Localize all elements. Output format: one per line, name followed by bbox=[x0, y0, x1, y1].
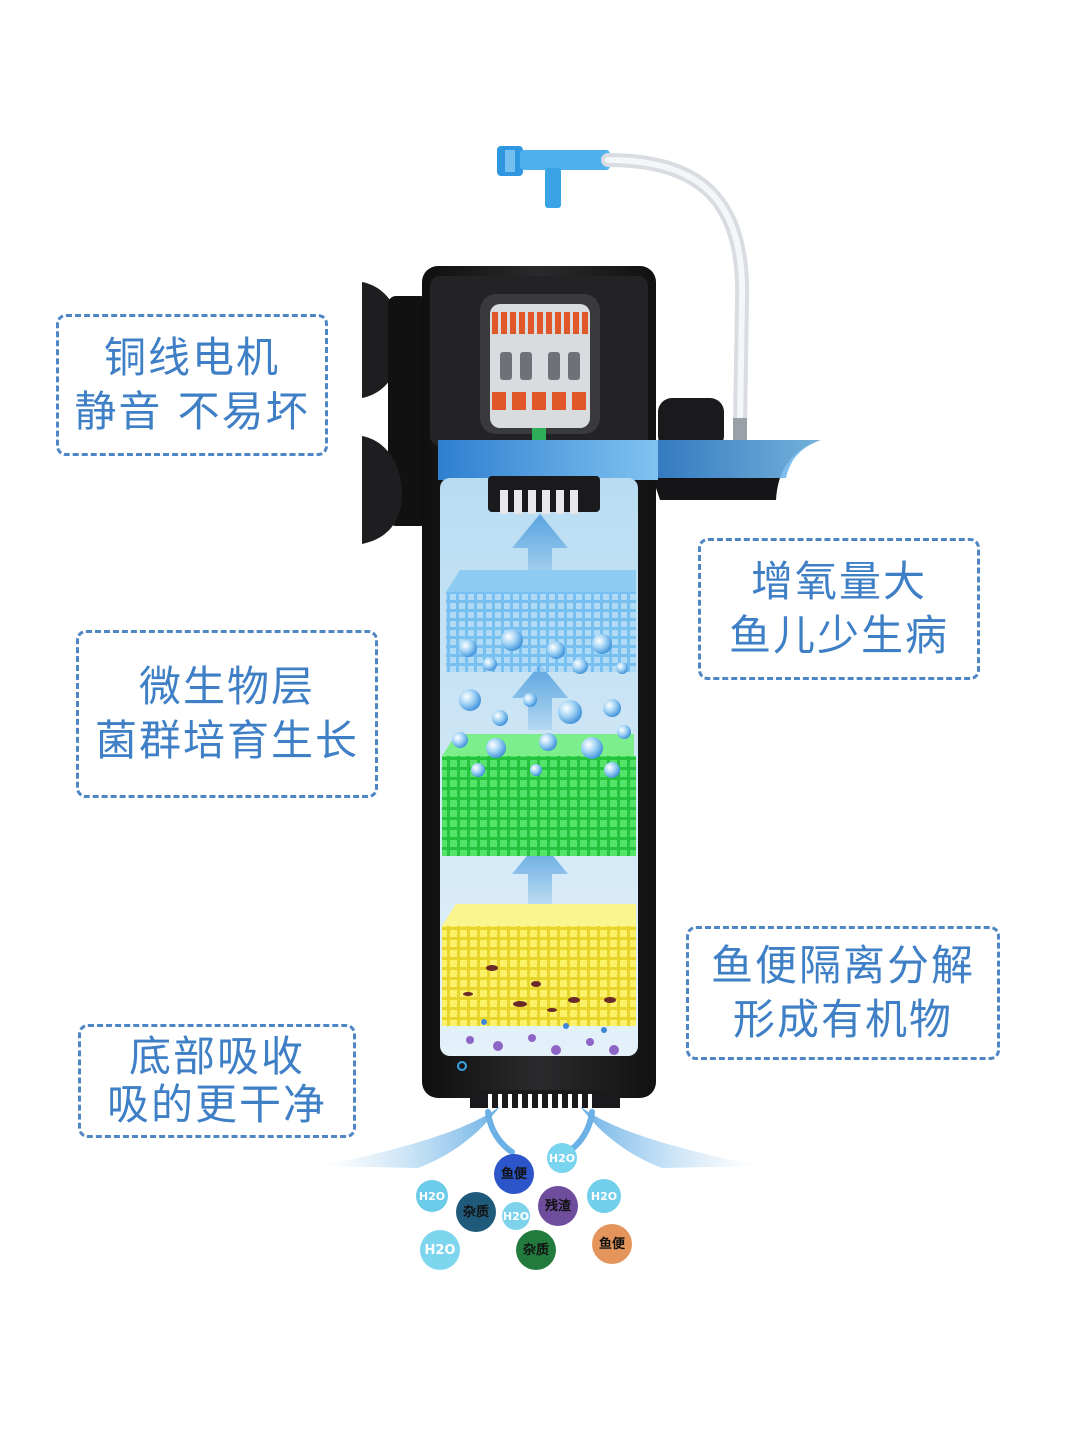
impeller-grill bbox=[488, 476, 600, 514]
particle-circle bbox=[587, 1179, 621, 1213]
bubbles-icon bbox=[452, 629, 631, 778]
callout-oxygen: 增氧量大 鱼儿少生病 bbox=[698, 538, 980, 680]
particle-label: 残渣 bbox=[545, 1198, 572, 1214]
callout-oxygen-line1: 增氧量大 bbox=[750, 557, 927, 606]
particle-circle bbox=[420, 1230, 460, 1270]
particle-label: 杂质 bbox=[523, 1242, 549, 1258]
particle-label: 鱼便 bbox=[501, 1166, 528, 1182]
intake-flow-left bbox=[320, 1106, 500, 1168]
particle-label: 鱼便 bbox=[599, 1236, 626, 1252]
callout-waste: 鱼便隔离分解 形成有机物 bbox=[686, 926, 1000, 1060]
particle-9: 鱼便 bbox=[592, 1224, 632, 1264]
particle-4: H2O bbox=[502, 1202, 530, 1230]
particle-label: H2O bbox=[419, 1190, 445, 1203]
air-valve-icon bbox=[497, 146, 610, 208]
callout-bio: 微生物层 菌群培育生长 bbox=[76, 630, 378, 798]
callout-bio-line2: 菌群培育生长 bbox=[94, 716, 359, 765]
particle-label: H2O bbox=[549, 1152, 575, 1165]
particle-2: H2O bbox=[416, 1180, 448, 1212]
callout-bottom-line1: 底部吸收 bbox=[128, 1032, 305, 1081]
particle-6: H2O bbox=[587, 1179, 621, 1213]
motor-icon bbox=[480, 294, 600, 442]
particle-circle bbox=[456, 1192, 496, 1232]
particle-circle bbox=[547, 1143, 577, 1173]
particle-circle bbox=[416, 1180, 448, 1212]
particle-label: H2O bbox=[503, 1210, 529, 1223]
callout-bio-line1: 微生物层 bbox=[138, 662, 315, 711]
particle-circle bbox=[494, 1154, 534, 1194]
sponge-yellow bbox=[442, 904, 636, 1026]
sponge-blue bbox=[446, 570, 636, 672]
particle-circle bbox=[538, 1186, 578, 1226]
particle-label: H2O bbox=[591, 1190, 617, 1203]
particle-8: 杂质 bbox=[516, 1230, 556, 1270]
particle-label: H2O bbox=[425, 1243, 456, 1258]
waste-particles bbox=[463, 965, 619, 1055]
particle-7: H2O bbox=[420, 1230, 460, 1270]
particle-circle bbox=[592, 1224, 632, 1264]
intake-flow-right bbox=[580, 1106, 760, 1168]
callout-waste-line2: 形成有机物 bbox=[732, 995, 953, 1044]
intake-grill bbox=[457, 1061, 620, 1108]
particle-label: 杂质 bbox=[463, 1204, 489, 1220]
particle-circle bbox=[516, 1230, 556, 1270]
particle-1: H2O bbox=[547, 1143, 577, 1173]
water-outlet bbox=[640, 398, 820, 500]
callout-waste-line1: 鱼便隔离分解 bbox=[710, 941, 975, 990]
suction-cup-icon bbox=[362, 282, 428, 544]
water-chamber bbox=[438, 440, 658, 480]
particle-5: 残渣 bbox=[538, 1186, 578, 1226]
callout-bottom: 底部吸收 吸的更干净 bbox=[78, 1024, 356, 1138]
particle-0: 鱼便 bbox=[494, 1154, 534, 1194]
callout-motor-line2: 静音 不易坏 bbox=[74, 387, 310, 436]
callout-bottom-line2: 吸的更干净 bbox=[106, 1080, 327, 1129]
particle-3: 杂质 bbox=[456, 1192, 496, 1232]
particle-circle bbox=[502, 1202, 530, 1230]
callout-motor: 铜线电机 静音 不易坏 bbox=[56, 314, 328, 456]
callout-motor-line1: 铜线电机 bbox=[103, 333, 280, 382]
callout-oxygen-line2: 鱼儿少生病 bbox=[728, 611, 949, 660]
sponge-green bbox=[442, 734, 636, 856]
flow-arrow-icon bbox=[512, 514, 568, 906]
